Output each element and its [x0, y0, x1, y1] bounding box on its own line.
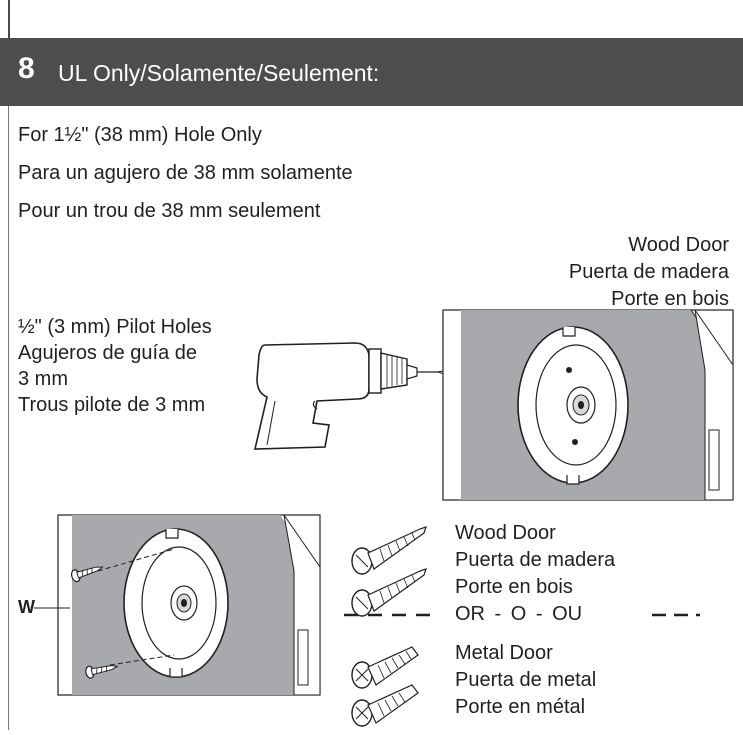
page-border-left-bottom [8, 106, 9, 730]
screw-metal-es: Puerta de metal [455, 669, 597, 691]
step-title: UL Only/Solamente/Seulement: [58, 60, 380, 86]
wood-door-label-fr: Porte en bois [611, 288, 729, 310]
door-plate-illustration-bottom [57, 514, 321, 696]
drill-icon [253, 342, 440, 450]
step-number: 8 [18, 52, 35, 85]
page-border-left-top [8, 0, 10, 38]
callout-w-leader [34, 607, 70, 609]
pilot-holes-es1: Agujeros de guía de [18, 342, 198, 364]
pilot-holes-en: ½" (3 mm) Pilot Holes [18, 316, 212, 338]
wood-door-label-en: Wood Door [628, 234, 729, 256]
machine-screw-icon [351, 646, 419, 727]
pilot-holes-fr: Trous pilote de 3 mm [18, 394, 206, 416]
pilot-holes-es2: 3 mm [18, 368, 68, 390]
callout-w-label: W [18, 597, 35, 617]
intro-line-en: For 1½" (38 mm) Hole Only [18, 124, 262, 146]
screw-wood-es: Puerta de madera [455, 549, 616, 571]
screw-metal-fr: Porte en métal [455, 696, 586, 718]
or-dash-right [652, 613, 700, 617]
wood-door-label-es: Puerta de madera [568, 261, 729, 283]
door-plate-illustration-top [442, 309, 734, 501]
step-header-bar [0, 38, 743, 106]
or-dash-left [344, 613, 438, 617]
intro-line-es: Para un agujero de 38 mm solamente [18, 162, 353, 184]
or-separator: OR - O - OU [455, 603, 583, 625]
wood-screw-icon [351, 526, 427, 617]
screw-metal-en: Metal Door [455, 642, 553, 664]
screw-wood-en: Wood Door [455, 522, 556, 544]
intro-line-fr: Pour un trou de 38 mm seulement [18, 200, 321, 222]
screw-wood-fr: Porte en bois [455, 576, 573, 598]
